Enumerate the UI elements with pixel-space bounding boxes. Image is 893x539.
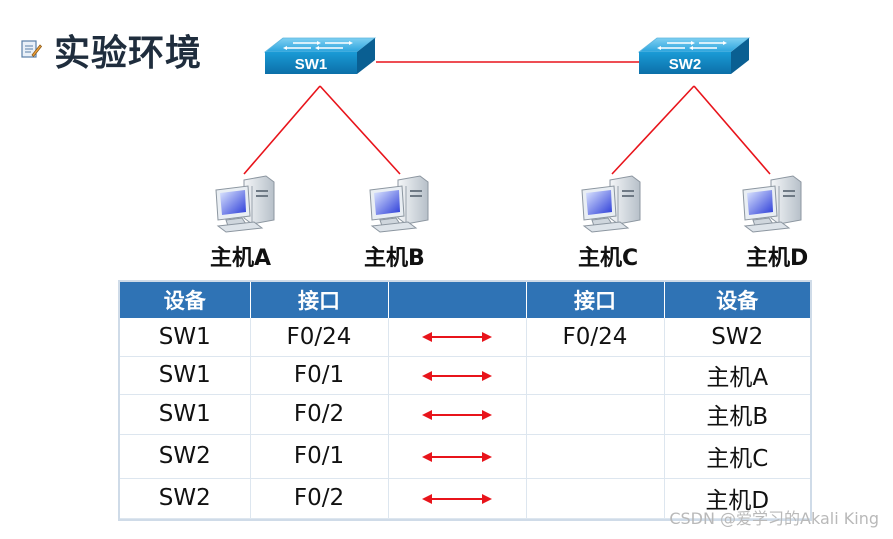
double-arrow-icon [422,370,492,381]
double-arrow-icon [422,451,492,462]
row-port-right [526,434,665,479]
row-device-left: SW1 [120,318,251,357]
row-port-right [526,356,665,395]
header-link [388,282,527,318]
row-port-right [526,394,665,435]
header-device-left: 设备 [120,282,251,318]
header-device-right: 设备 [664,282,810,318]
page-title: 实验环境 [54,33,203,74]
host-d-label: 主机D [746,246,809,271]
table-row: SW1 F0/1 主机A [120,356,810,395]
row-link [388,478,527,519]
table-header-row: 设备 接口 接口 设备 [120,282,810,318]
header-port-left: 接口 [250,282,389,318]
switch-sw2-label: SW2 [669,56,702,73]
connection-table: 设备 接口 接口 设备 SW1 F0/24 F0/24 SW2 SW1 F0/1… [118,280,812,521]
row-link [388,318,527,357]
link-sw2-host-c [611,85,695,175]
switch-sw1-label: SW1 [295,56,328,73]
row-device-right: SW2 [664,318,810,357]
row-link [388,394,527,435]
table-row: SW2 F0/2 主机D [120,478,810,519]
table-row: SW1 F0/2 主机B [120,394,810,435]
row-port-left: F0/24 [250,318,389,357]
row-device-right: 主机B [664,394,810,435]
row-device-left: SW2 [120,478,251,519]
row-link [388,434,527,479]
network-topology: SW1 SW2 [215,37,802,233]
row-port-left: F0/1 [250,356,389,395]
double-arrow-icon [422,409,492,420]
header-port-right: 接口 [526,282,665,318]
row-device-left: SW1 [120,394,251,435]
host-d-icon [742,175,802,233]
switch-sw2-icon: SW2 [638,37,750,75]
table-row: SW2 F0/1 主机C [120,434,810,479]
host-b-icon [369,175,429,233]
row-port-right [526,478,665,519]
link-sw2-host-d [693,85,771,175]
switch-sw1-icon: SW1 [264,37,376,75]
watermark: CSDN @爱学习的Akali King [669,509,879,528]
network-links [243,61,771,175]
host-c-label: 主机C [578,246,639,271]
host-c-icon [581,175,641,233]
double-arrow-icon [422,332,492,343]
host-a-label: 主机A [210,246,272,271]
row-device-right: 主机C [664,434,810,479]
host-b-label: 主机B [364,246,425,271]
row-port-left: F0/1 [250,434,389,479]
row-device-left: SW2 [120,434,251,479]
row-port-right: F0/24 [526,318,665,357]
row-device-right: 主机D [664,478,810,519]
row-port-left: F0/2 [250,478,389,519]
row-device-left: SW1 [120,356,251,395]
link-sw1-host-b [319,85,401,175]
row-link [388,356,527,395]
double-arrow-icon [422,493,492,504]
row-port-left: F0/2 [250,394,389,435]
link-sw1-host-a [243,85,321,175]
host-a-icon [215,175,275,233]
table-row: SW1 F0/24 F0/24 SW2 [120,318,810,357]
notepad-pencil-icon [21,40,42,58]
row-device-right: 主机A [664,356,810,395]
